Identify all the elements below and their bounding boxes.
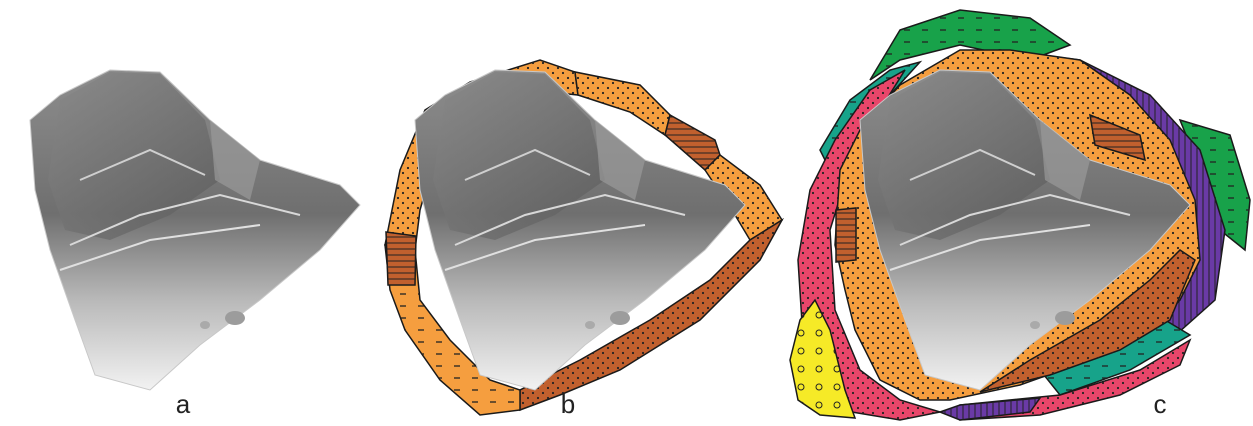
grain-image-a bbox=[30, 70, 360, 390]
panel-label-c: c bbox=[1154, 389, 1167, 419]
panel-c: c bbox=[790, 10, 1250, 420]
panel-label-a: a bbox=[176, 389, 191, 419]
grain-image-b bbox=[415, 70, 745, 390]
panel-b: b bbox=[385, 60, 782, 419]
panel-label-b: b bbox=[561, 389, 575, 419]
panel-a: a bbox=[30, 70, 360, 419]
